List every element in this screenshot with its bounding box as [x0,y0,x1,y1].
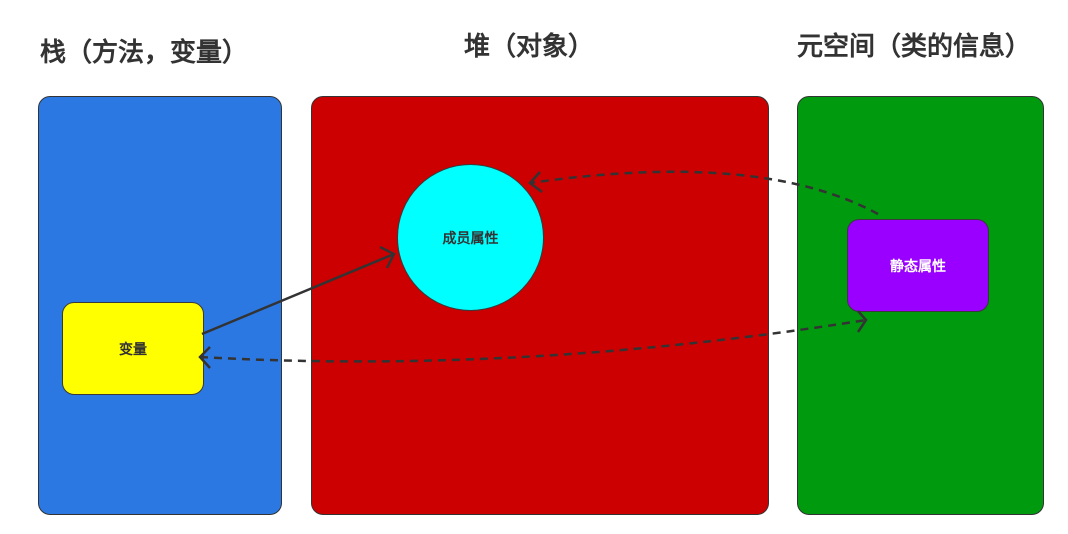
variable-node[interactable]: 变量 [62,302,204,395]
member-attribute-node[interactable]: 成员属性 [397,164,544,311]
static-attribute-node[interactable]: 静态属性 [847,219,989,312]
stack-title: 栈（方法，变量） [40,38,249,68]
static-attribute-label: 静态属性 [890,258,946,275]
heap-panel [311,96,769,515]
variable-label: 变量 [119,341,147,358]
metaspace-title: 元空间（类的信息） [797,32,1032,62]
heap-title: 堆（对象） [464,32,595,62]
member-attribute-label: 成员属性 [442,230,499,247]
